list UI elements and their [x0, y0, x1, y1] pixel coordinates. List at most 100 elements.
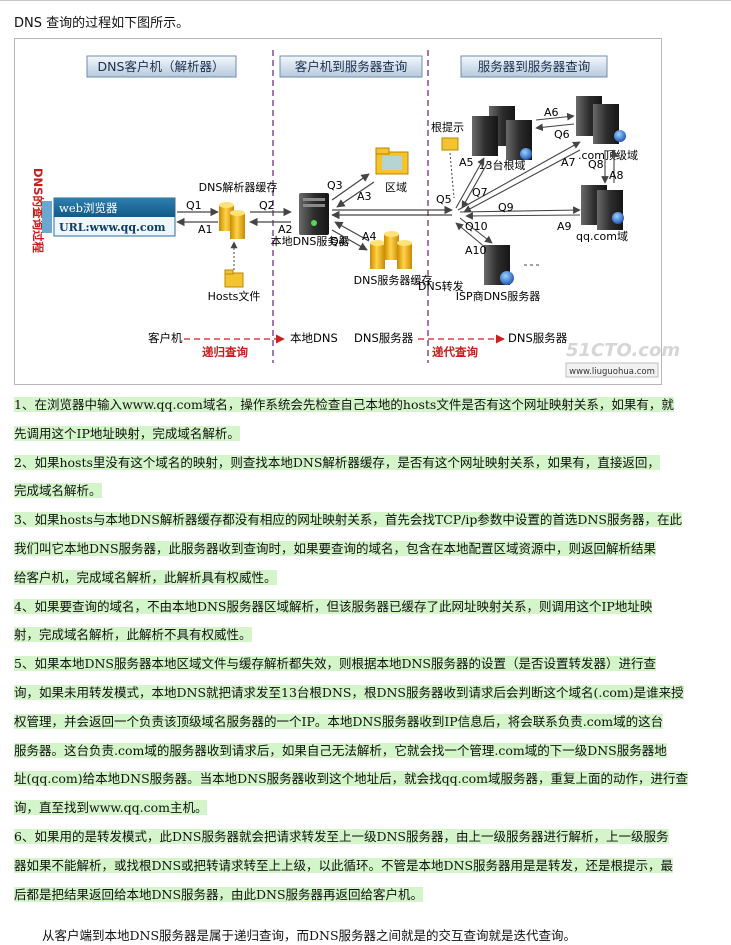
line: 完成域名解析。: [14, 483, 102, 499]
resolver-cache-icon: [219, 202, 245, 239]
arrow-q6: [535, 123, 575, 132]
header-box-3: [460, 55, 608, 78]
label-a10: A10: [465, 244, 487, 257]
label-a1: A1: [198, 223, 213, 236]
line: 2、如果hosts里没有这个域名的映射，则查找本地DNS解析器缓存，是否有这个网…: [14, 454, 660, 470]
label-q5: Q5: [436, 193, 452, 206]
qq-servers-icon: [581, 185, 624, 230]
arrow-q4: [331, 229, 368, 251]
label-a7: A7: [561, 156, 576, 169]
label-a5: A5: [459, 156, 474, 169]
line: 5、如果本地DNS服务器本地区域文件与缓存解析都失效，则根据本地DNS服务器的设…: [14, 656, 657, 672]
intro-text: DNS 查询的过程如下图所示。: [14, 16, 190, 31]
hosts-file-icon: [224, 269, 244, 288]
paragraph-4: 4、如果要查询的域名，不由本地DNS服务器区域解析，但该服务器已缓存了此网址映射…: [14, 593, 728, 651]
arrow-a5: [461, 161, 489, 209]
line: 服务器。这台负责.com域的服务器收到请求后，如果自己无法解析，它就会找一个管理…: [14, 742, 667, 758]
site-url: www.liuguohua.com: [569, 367, 655, 377]
paragraph-3: 3、如果hosts与本地DNS解析器缓存都没有相应的网址映射关系，首先会找TCP…: [14, 506, 728, 592]
line: 权管理，并会返回一个负责该顶级域名服务器的一个IP。本地DNS服务器收到IP信息…: [14, 713, 664, 729]
arrow-a3: [336, 181, 375, 208]
label-dns-forward: DNS转发: [418, 279, 464, 293]
header-client: DNS客户机（解析器）: [98, 59, 225, 74]
header-server-server: 服务器到服务器查询: [478, 59, 591, 74]
label-q2: Q2: [259, 199, 275, 212]
arrow-a7: [463, 149, 581, 213]
label-zone: 区域: [385, 181, 407, 194]
watermark: 51CTO.com: [566, 340, 680, 361]
bottom-client: 客户机: [148, 331, 183, 345]
dns-query-diagram: DNS客户机（解析器） 客户机到服务器查询 服务器到服务器查询 DNS的查询过程…: [14, 38, 680, 385]
label-q4: Q4: [330, 235, 346, 248]
label-qq: qq.com域: [576, 230, 628, 243]
dns-cache-icon: [370, 231, 412, 269]
arrow-a6: [535, 112, 575, 121]
line: 给客户机，完成域名解析，此解析具有权威性。: [14, 569, 277, 585]
arrow-q7: [457, 141, 581, 211]
label-a4: A4: [362, 230, 377, 243]
line: 4、如果要查询的域名，不由本地DNS服务器区域解析，但该服务器已缓存了此网址映射…: [14, 598, 653, 614]
line: 询，直至找到www.qq.com主机。: [14, 800, 208, 816]
label-dns-cache: DNS服务器缓存: [354, 273, 433, 287]
line: 先调用这个IP地址映射，完成域名解析。: [14, 425, 240, 441]
bottom-dns-server-2: DNS服务器: [508, 331, 568, 345]
label-q10: Q10: [465, 220, 488, 233]
explanation-paragraphs: 1、在浏览器中输入www.qq.com域名，操作系统会先检查自己本地的hosts…: [14, 391, 728, 909]
line: 我们叫它本地DNS服务器，此服务器收到查询时，如果要查询的域名，包含在本地配置区…: [14, 540, 657, 556]
root-servers-icon: [472, 106, 532, 160]
label-a8: A8: [609, 169, 624, 182]
zone-folder-icon: [375, 147, 409, 175]
browser-titlebar: [54, 198, 175, 217]
line: 1、在浏览器中输入www.qq.com域名，操作系统会先检查自己本地的hosts…: [14, 397, 674, 412]
header-box-1: [86, 55, 237, 78]
arrow-q5: [455, 157, 485, 209]
bottom-iterative: 递代查询: [432, 345, 478, 359]
label-a2: A2: [278, 223, 293, 236]
side-label: DNS的查询过程: [31, 168, 45, 253]
line: 址(qq.com)给本地DNS服务器。当本地DNS服务器收到这个地址后，就会找q…: [14, 771, 689, 787]
label-isp-1: ISP商DNS服务器: [456, 289, 541, 303]
line: 询，如果未用转发模式，本地DNS就把请求发至13台根DNS，根DNS服务器收到请…: [14, 684, 684, 700]
label-root: 13台根域: [479, 158, 526, 172]
arrow-q9: [459, 206, 581, 214]
site-badge: [565, 362, 659, 378]
top-border: [0, 0, 731, 1]
label-q1: Q1: [186, 199, 202, 212]
paragraph-2: 2、如果hosts里没有这个域名的映射，则查找本地DNS解析器缓存，是否有这个网…: [14, 449, 728, 507]
label-root-hint: 根提示: [431, 120, 464, 134]
browser-title: web浏览器: [59, 201, 118, 215]
root-hint-icon: [441, 137, 459, 151]
line: 后都是把结果返回给本地DNS服务器，由此DNS服务器再返回给客户机。: [14, 886, 424, 902]
bottom-dns-server: DNS服务器: [354, 331, 414, 345]
label-q6: Q6: [554, 128, 570, 141]
arrow-a4: [334, 221, 370, 242]
arrow-root-hint: [449, 152, 455, 199]
arrow-q10: [459, 217, 493, 244]
label-com: .com顶级域: [578, 149, 638, 162]
line: 射，完成域名解析，此解析不具有权威性。: [14, 627, 252, 643]
bottom-recursive: 递归查询: [202, 345, 248, 359]
label-a6: A6: [544, 106, 559, 119]
line: 3、如果hosts与本地DNS解析器缓存都没有相应的网址映射关系，首先会找TCP…: [14, 512, 682, 528]
arrow-q3: [331, 173, 370, 201]
paragraph-5: 5、如果本地DNS服务器本地区域文件与缓存解析都失效，则根据本地DNS服务器的设…: [14, 650, 728, 823]
line: 6、如果用的是转发模式，此DNS服务器就会把请求转发至上一级DNS服务器，由上一…: [14, 828, 669, 844]
label-a9: A9: [557, 220, 572, 233]
label-q9: Q9: [498, 201, 514, 214]
paragraph-6: 6、如果用的是转发模式，此DNS服务器就会把请求转发至上一级DNS服务器，由上一…: [14, 823, 728, 909]
label-local-dns: 本地DNS服务器: [271, 234, 350, 248]
paragraph-1: 1、在浏览器中输入www.qq.com域名，操作系统会先检查自己本地的hosts…: [14, 391, 728, 449]
header-client-server: 客户机到服务器查询: [295, 59, 408, 74]
browser-url: URL:www.qq.com: [59, 221, 166, 234]
label-q7: Q7: [472, 186, 488, 199]
label-q8: Q8: [588, 158, 604, 171]
isp-dns-server-icon: [484, 245, 514, 285]
browser-accent: [42, 201, 52, 233]
label-a3: A3: [357, 190, 372, 203]
label-q3: Q3: [327, 179, 343, 192]
label-hosts: Hosts文件: [208, 289, 261, 303]
arrow-a9: [465, 212, 581, 220]
label-resolver-cache: DNS解析器缓存: [199, 180, 278, 194]
closing-text: 从客户端到本地DNS服务器是属于递归查询，而DNS服务器之间就是的交互查询就是迭…: [42, 928, 577, 943]
bottom-local-dns: 本地DNS: [290, 331, 338, 345]
